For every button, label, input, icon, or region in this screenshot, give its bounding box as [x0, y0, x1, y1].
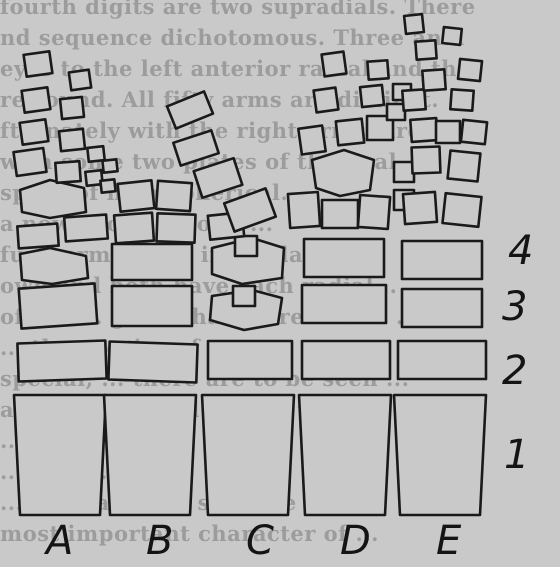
radial-plate-b-2: [108, 342, 197, 383]
brachial-c-2: [233, 286, 255, 306]
basal-plate-d: [299, 395, 391, 515]
brachial-b-1: [114, 213, 154, 244]
radial-plate-b-4: [112, 244, 192, 280]
brachial-d-5: [336, 119, 364, 146]
row-label-1: 1: [504, 432, 529, 478]
brachial-a-5: [22, 87, 51, 112]
axillary-plate-a: [20, 180, 86, 218]
basal-plate-c: [202, 395, 294, 515]
axillary-plate-d: [312, 150, 374, 196]
column-label-e: E: [436, 518, 462, 564]
basal-plate-b: [104, 395, 196, 515]
row-label-4: 4: [508, 228, 533, 274]
brachial-a-13: [102, 159, 117, 172]
brachial-a-10: [69, 70, 91, 91]
radial-plate-a-3: [19, 283, 98, 328]
radial-plate-d-4: [304, 239, 384, 277]
radial-plate-d-2: [302, 341, 390, 379]
brachial-a-2: [64, 215, 108, 242]
brachial-a-4: [20, 119, 49, 144]
brachial-e-12: [415, 40, 436, 59]
brachial-e-8: [402, 89, 425, 110]
row-label-2: 2: [502, 348, 527, 394]
radial-plate-c-2: [208, 341, 292, 379]
column-label-c: C: [246, 518, 274, 564]
brachial-c-4: [224, 188, 276, 231]
brachial-b-3: [118, 180, 155, 211]
radial-plate-d-3: [302, 285, 386, 323]
brachial-e-6: [436, 121, 460, 143]
basal-plate-a: [14, 395, 106, 515]
brachial-a-6: [24, 51, 53, 76]
brachial-e-3: [412, 147, 441, 174]
brachial-a-8: [59, 129, 85, 151]
row-label-3: 3: [502, 284, 527, 330]
brachial-d-9: [360, 85, 384, 107]
brachial-e-4: [448, 151, 481, 182]
plates-group: [14, 14, 488, 515]
brachial-d-7: [314, 88, 339, 113]
brachial-a-12: [87, 146, 104, 162]
brachial-b-2: [157, 213, 196, 242]
brachial-d-1: [288, 192, 320, 228]
brachial-c-6: [173, 130, 218, 165]
brachial-a-1: [17, 224, 58, 249]
brachial-d-10: [367, 60, 388, 79]
brachial-e-9: [422, 69, 445, 90]
column-label-d: D: [340, 518, 371, 564]
brachial-e-14: [442, 27, 462, 45]
brachial-e-7: [461, 120, 487, 144]
basal-plate-e: [394, 395, 486, 515]
brachial-a-14: [100, 179, 115, 192]
brachial-e-1: [403, 192, 437, 224]
radial-plate-a-4: [20, 248, 88, 284]
brachial-e-13: [404, 14, 424, 34]
radial-plate-e-4: [402, 241, 482, 279]
radial-plate-e-2: [398, 341, 486, 379]
brachial-e-10: [450, 89, 473, 110]
brachial-d-8: [322, 52, 347, 77]
brachial-e-5: [410, 118, 437, 142]
column-label-b: B: [146, 518, 173, 564]
brachial-d-3: [358, 195, 390, 229]
brachial-d-4: [298, 126, 325, 155]
brachial-d-2: [322, 200, 358, 228]
brachial-c-7: [167, 91, 213, 128]
radial-plate-a-2: [17, 341, 106, 382]
brachial-a-3: [14, 148, 47, 176]
radial-plate-e-3: [402, 289, 482, 327]
brachial-c-5: [194, 158, 243, 198]
brachial-e-11: [458, 59, 482, 81]
brachial-c-1: [235, 236, 257, 256]
brachial-a-9: [60, 97, 84, 119]
column-label-a: A: [43, 518, 73, 564]
brachial-a-7: [55, 161, 80, 183]
brachial-b-4: [156, 181, 192, 211]
radial-plate-b-3: [112, 286, 192, 326]
brachial-e-2: [443, 193, 482, 227]
